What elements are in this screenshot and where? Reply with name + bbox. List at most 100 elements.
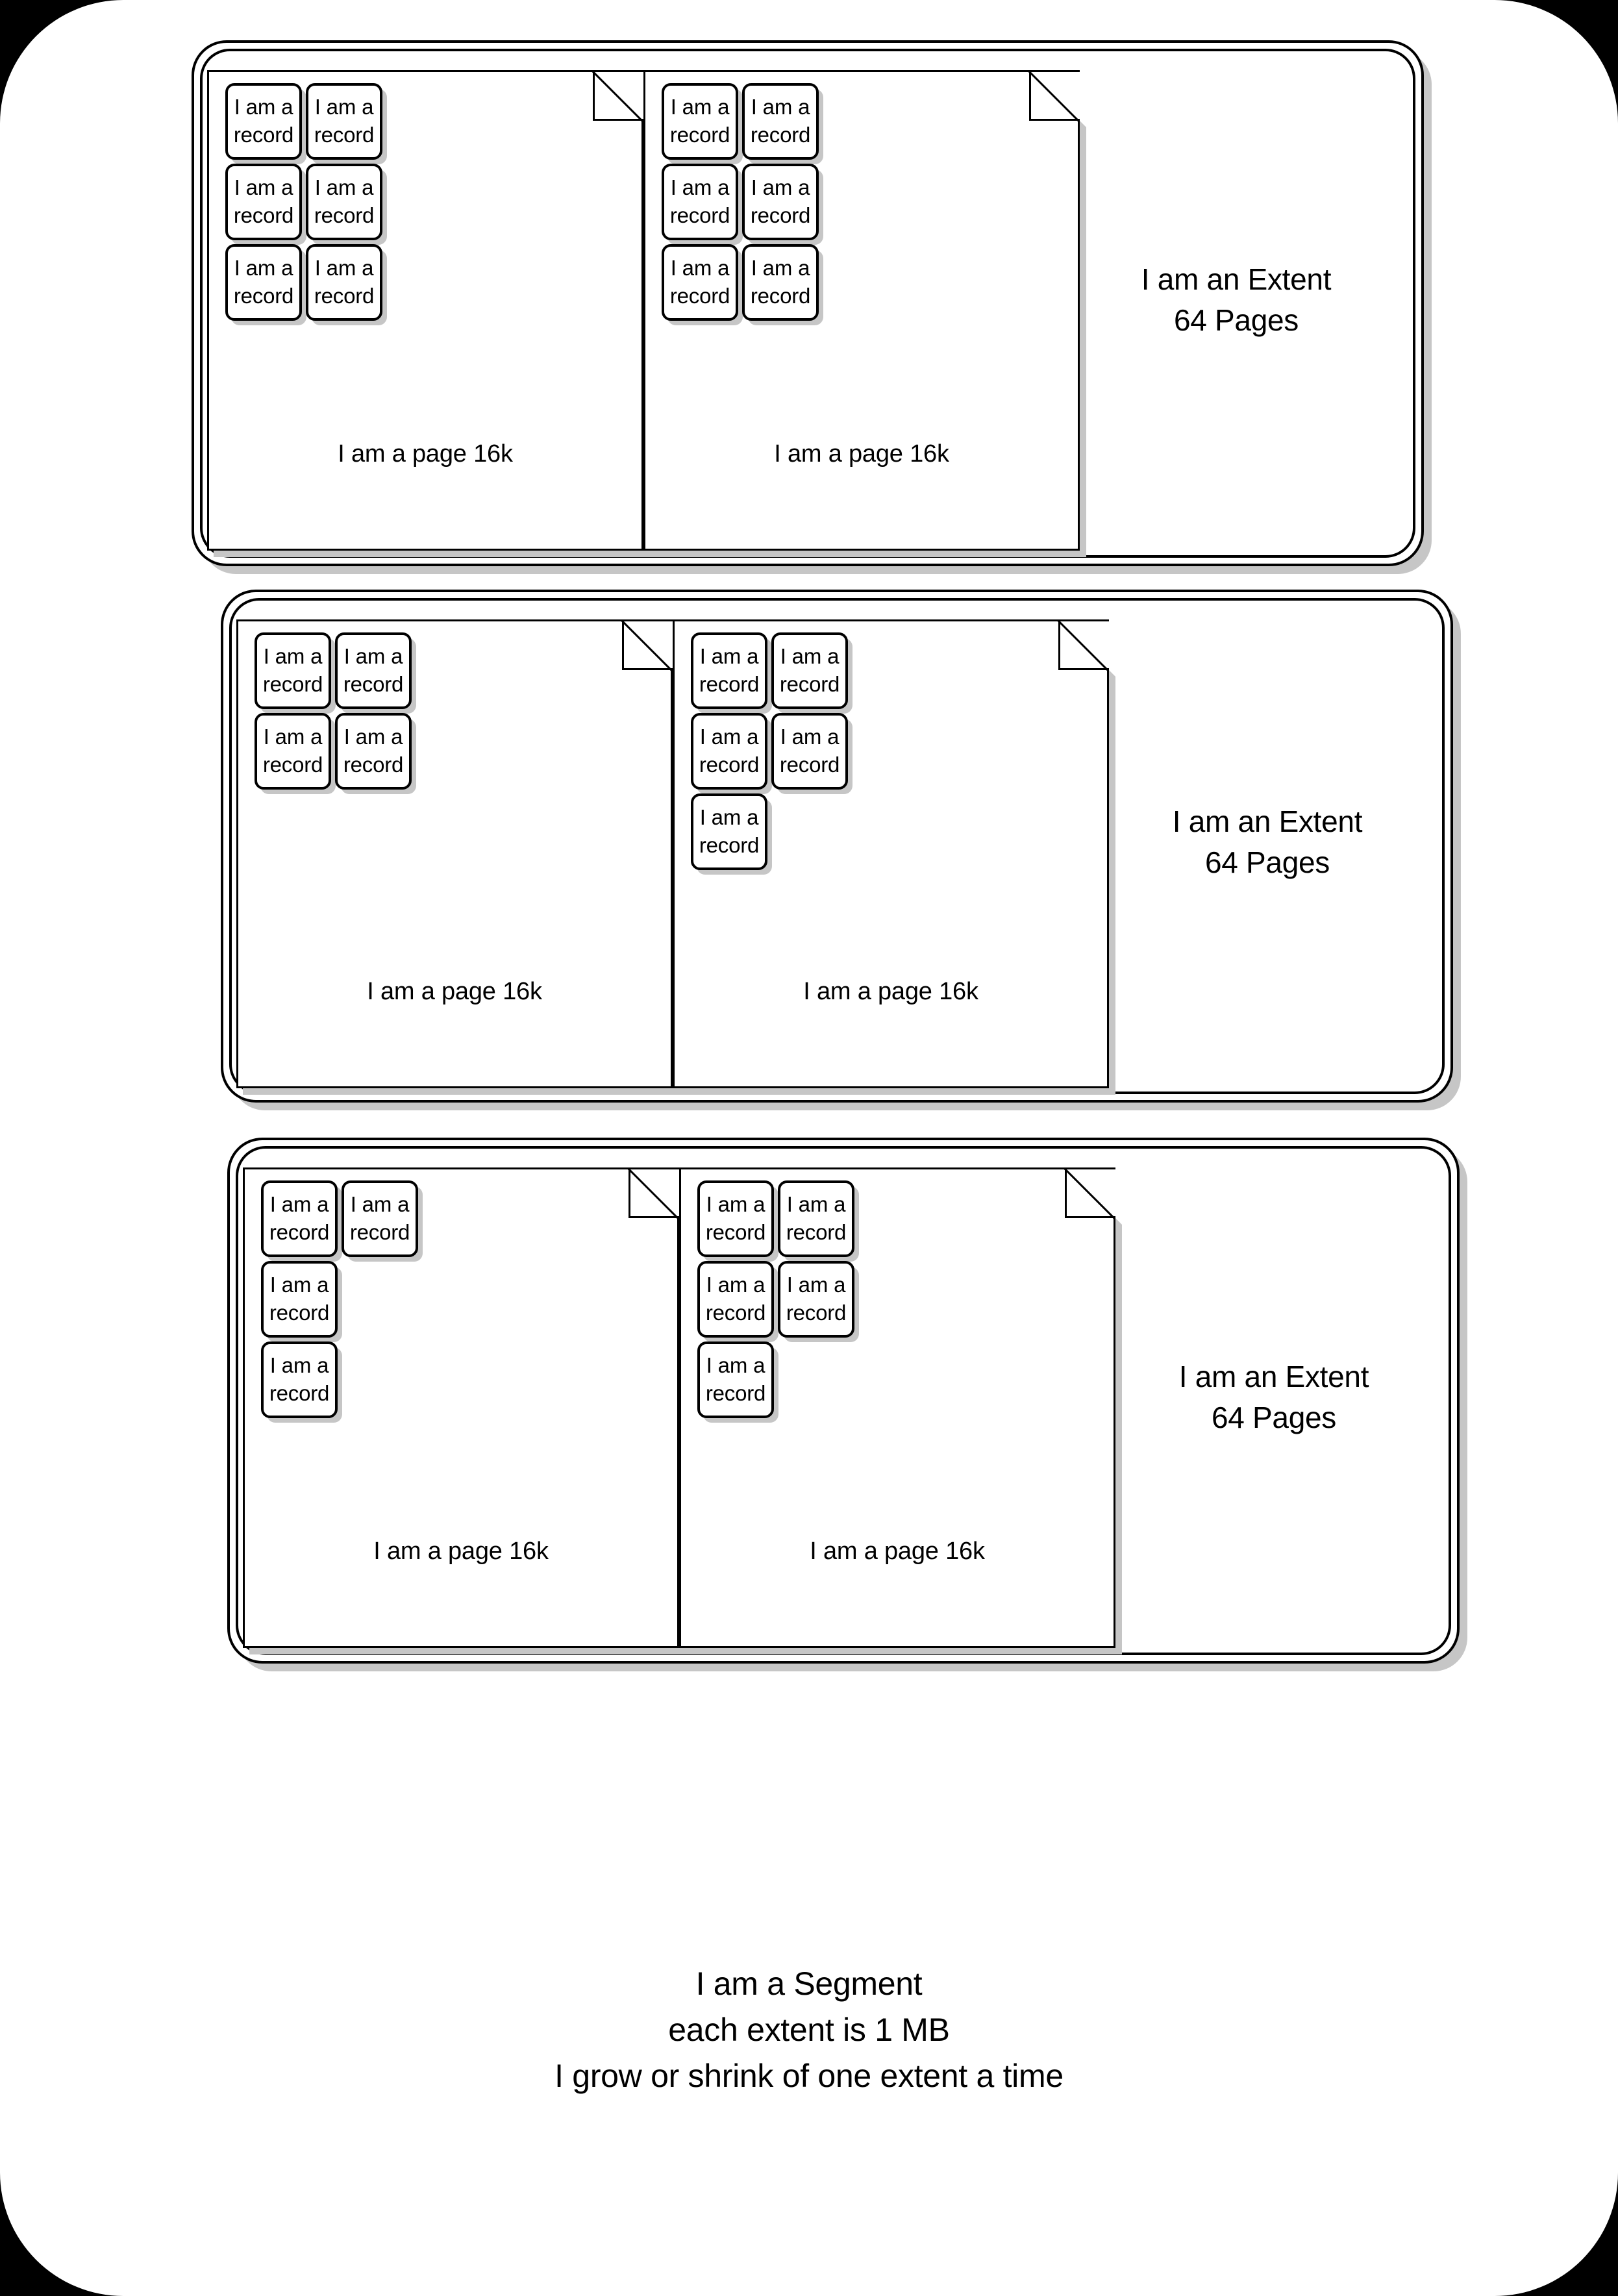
record-label-line1: I am a — [343, 725, 403, 749]
record[interactable]: I am a record — [697, 1180, 774, 1257]
segment-caption: I am a Segment each extent is 1 MB I gro… — [554, 1965, 1064, 2094]
record-label-line1: I am a — [269, 1353, 329, 1378]
record[interactable]: I am a record — [342, 1180, 418, 1257]
record-label-line1: I am a — [350, 1192, 410, 1217]
extent[interactable]: I am a record I am a record I am a record I am… — [192, 40, 1424, 566]
record-label-line2: record — [262, 753, 323, 777]
record-label-line2: record — [705, 1381, 766, 1405]
record-label-line1: I am a — [706, 1192, 765, 1217]
record-label-line1: I am a — [670, 256, 730, 281]
record-label-line1: I am a — [699, 644, 759, 669]
record-label-line1: I am a — [314, 95, 374, 119]
record-label-line2: record — [786, 1301, 847, 1325]
page-label: I am a page 16k — [338, 440, 513, 468]
record-label-line1: I am a — [269, 1273, 329, 1297]
page-label: I am a page 16k — [774, 440, 949, 468]
record-label-line1: I am a — [314, 256, 374, 281]
page-fold-diagonal — [1027, 70, 1080, 122]
record-label-line2: record — [750, 284, 811, 308]
extent[interactable]: I am a record I am a record I am a record I am… — [221, 590, 1453, 1103]
record-label-line2: record — [343, 672, 404, 696]
record-label-line2: record — [262, 672, 323, 696]
record-label-line2: record — [669, 284, 730, 308]
record[interactable]: I am a record — [742, 83, 819, 160]
page[interactable]: I am a record I am a record I am a record I am… — [643, 70, 1080, 551]
record[interactable]: I am a record — [697, 1261, 774, 1338]
record-label-line1: I am a — [670, 175, 730, 200]
record-label-line2: record — [705, 1301, 766, 1325]
record-label-line1: I am a — [751, 95, 810, 119]
record-label-line2: record — [314, 284, 375, 308]
page-fold-corner-icon — [591, 70, 643, 122]
record-label-line2: record — [269, 1301, 330, 1325]
record-label-line2: record — [705, 1220, 766, 1244]
record-label-line2: record — [779, 672, 840, 696]
record-label-line1: I am a — [699, 805, 759, 830]
record-label-line1: I am a — [706, 1273, 765, 1297]
record-label-line2: record — [349, 1220, 410, 1244]
record-label-line2: record — [669, 203, 730, 227]
record-label-line1: I am a — [234, 256, 293, 281]
page-fold-left-edge — [593, 70, 595, 121]
record-label-line2: record — [314, 203, 375, 227]
record[interactable]: I am a record — [261, 1261, 338, 1338]
record-label-line1: I am a — [234, 95, 293, 119]
record-label-line2: record — [233, 284, 294, 308]
record-label-line1: I am a — [780, 725, 840, 749]
record[interactable]: I am a record — [225, 244, 302, 321]
record[interactable]: I am a record — [662, 164, 738, 240]
page-fold-left-edge — [1065, 1167, 1067, 1218]
record-label-line1: I am a — [234, 175, 293, 200]
page-fold-diagonal — [1056, 619, 1109, 671]
page-label: I am a page 16k — [367, 978, 542, 1005]
record-label-line2: record — [779, 753, 840, 777]
page[interactable]: I am a record I am a record I am a record I am… — [207, 70, 643, 551]
record-label-line1: I am a — [699, 725, 759, 749]
record[interactable]: I am a record — [306, 244, 382, 321]
record-label-line1: I am a — [751, 175, 810, 200]
record[interactable]: I am a record — [771, 632, 848, 709]
record-label-line2: record — [669, 123, 730, 147]
record[interactable]: I am a record — [771, 713, 848, 790]
record-label-line1: I am a — [786, 1192, 846, 1217]
extent-label: I am an Extent 64 Pages — [1178, 1360, 1369, 1435]
extent-label: I am an Extent 64 Pages — [1172, 805, 1363, 880]
page-fold-diagonal — [627, 1167, 679, 1219]
record[interactable]: I am a record — [255, 713, 331, 790]
page-label: I am a page 16k — [803, 978, 978, 1005]
record-label-line2: record — [750, 123, 811, 147]
record-label-line1: I am a — [263, 725, 323, 749]
page-fold-diagonal — [591, 70, 643, 122]
page-label: I am a page 16k — [373, 1538, 549, 1565]
record-label-line2: record — [343, 753, 404, 777]
extent[interactable]: I am a record I am a record I am a record I am… — [227, 1138, 1460, 1664]
page-fold-corner-icon — [1063, 1167, 1115, 1219]
record[interactable]: I am a record — [662, 244, 738, 321]
page-fold-diagonal — [1063, 1167, 1115, 1219]
record-label-line1: I am a — [780, 644, 840, 669]
record[interactable]: I am a record — [335, 713, 412, 790]
page-fold-diagonal — [620, 619, 673, 671]
